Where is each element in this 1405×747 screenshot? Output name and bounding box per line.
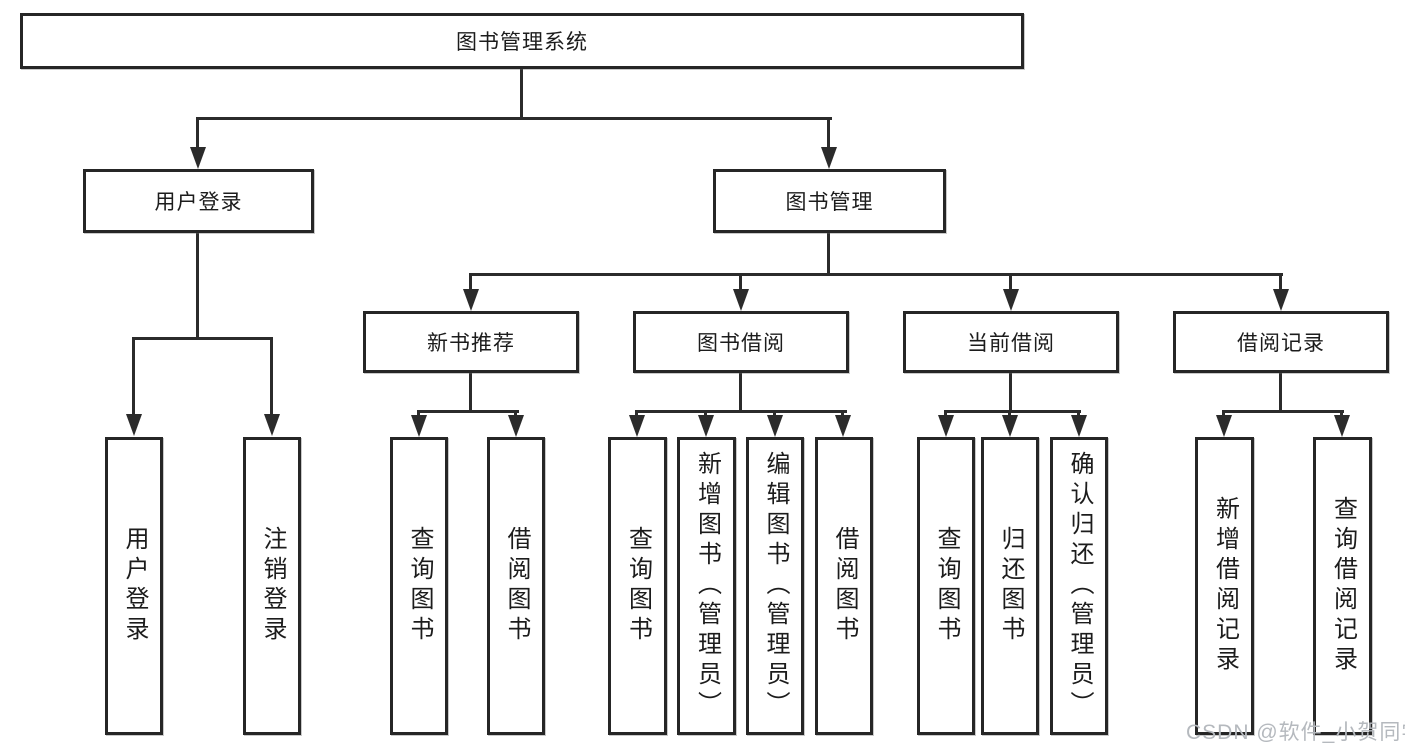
leaf-label: 新增图书（管理员） <box>693 451 721 721</box>
leaf-label: 查询图书 <box>406 526 433 646</box>
connector-line <box>773 410 776 418</box>
node-borrow-records: 借阅记录 <box>1173 311 1389 373</box>
connector-line <box>1009 372 1012 413</box>
leaf-label: 归还图书 <box>997 526 1024 646</box>
arrow-down-icon <box>821 147 837 169</box>
node-label: 当前借阅 <box>967 332 1055 355</box>
connector-line <box>417 410 519 413</box>
node-label: 图书管理系统 <box>456 31 588 54</box>
arrow-down-icon <box>508 415 524 437</box>
leaf-cb-query-books: 查询图书 <box>917 437 975 735</box>
connector-line <box>1222 410 1225 418</box>
connector-line <box>196 117 832 120</box>
leaf-label: 借阅图书 <box>503 526 530 646</box>
connector-line <box>1340 410 1343 418</box>
connector-line <box>1009 273 1012 291</box>
leaf-label: 查询图书 <box>624 526 652 646</box>
leaf-nb-borrow-books: 借阅图书 <box>487 437 545 735</box>
node-new-book-recommend: 新书推荐 <box>363 311 579 373</box>
arrow-down-icon <box>1216 415 1232 437</box>
connector-line <box>841 410 844 418</box>
connector-line <box>1077 410 1080 418</box>
leaf-label: 借阅图书 <box>831 526 858 646</box>
connector-line <box>417 410 420 418</box>
leaf-logout: 注销登录 <box>243 437 301 735</box>
arrow-down-icon <box>835 415 851 437</box>
connector-line <box>635 410 638 418</box>
node-current-borrowing: 当前借阅 <box>903 311 1119 373</box>
leaf-user-login: 用户登录 <box>105 437 163 735</box>
csdn-watermark: CSDN @软件_小贺同学 <box>1186 721 1405 744</box>
arrow-down-icon <box>767 415 783 437</box>
node-label: 新书推荐 <box>427 332 515 355</box>
node-root: 图书管理系统 <box>20 13 1024 69</box>
node-label: 用户登录 <box>154 191 243 214</box>
leaf-bb-edit-books-admin: 编辑图书（管理员） <box>746 437 804 735</box>
arrow-down-icon <box>629 415 645 437</box>
leaf-label: 查询借阅记录 <box>1329 496 1357 676</box>
connector-line <box>469 273 1283 276</box>
leaf-label: 新增借阅记录 <box>1211 496 1239 676</box>
leaf-bb-borrow-books: 借阅图书 <box>815 437 873 735</box>
arrow-down-icon <box>463 289 479 311</box>
node-label: 图书借阅 <box>697 332 785 355</box>
arrow-down-icon <box>411 415 427 437</box>
connector-line <box>1279 273 1282 291</box>
leaf-br-query-record: 查询借阅记录 <box>1313 437 1372 735</box>
connector-line <box>514 410 517 418</box>
leaf-bb-query-books: 查询图书 <box>608 437 667 735</box>
node-label: 借阅记录 <box>1237 332 1325 355</box>
leaf-br-add-record: 新增借阅记录 <box>1195 437 1254 735</box>
arrow-down-icon <box>1273 289 1289 311</box>
arrow-down-icon <box>733 289 749 311</box>
connector-line <box>1222 410 1344 413</box>
connector-line <box>132 337 135 417</box>
leaf-label: 用户登录 <box>121 526 148 646</box>
arrow-down-icon <box>264 414 280 436</box>
connector-line <box>739 273 742 291</box>
connector-line <box>270 337 273 417</box>
node-book-management: 图书管理 <box>713 169 946 233</box>
arrow-down-icon <box>1334 415 1350 437</box>
connector-line <box>469 372 472 413</box>
connector-line <box>827 117 830 149</box>
leaf-label: 查询图书 <box>933 526 960 646</box>
connector-line <box>1008 410 1011 418</box>
connector-line <box>635 410 847 413</box>
arrow-down-icon <box>938 415 954 437</box>
arrow-down-icon <box>1003 289 1019 311</box>
connector-line <box>1279 372 1282 413</box>
arrow-down-icon <box>1071 415 1087 437</box>
leaf-cb-confirm-return-admin: 确认归还（管理员） <box>1050 437 1108 735</box>
arrow-down-icon <box>1002 415 1018 437</box>
leaf-cb-return-books: 归还图书 <box>981 437 1039 735</box>
connector-line <box>944 410 947 418</box>
connector-line <box>132 337 273 340</box>
leaf-bb-add-books-admin: 新增图书（管理员） <box>677 437 736 735</box>
node-book-borrowing: 图书借阅 <box>633 311 849 373</box>
connector-line <box>520 68 523 119</box>
leaf-nb-query-books: 查询图书 <box>390 437 448 735</box>
arrow-down-icon <box>698 415 714 437</box>
connector-line <box>196 232 199 338</box>
connector-line <box>739 372 742 413</box>
connector-line <box>944 410 1081 413</box>
leaf-label: 确认归还（管理员） <box>1066 451 1093 721</box>
connector-line <box>196 117 199 149</box>
arrow-down-icon <box>190 147 206 169</box>
node-user-login: 用户登录 <box>83 169 314 233</box>
leaf-label: 编辑图书（管理员） <box>762 451 789 721</box>
connector-line <box>704 410 707 418</box>
arrow-down-icon <box>126 414 142 436</box>
connector-line <box>469 273 472 291</box>
connector-line <box>827 232 830 276</box>
leaf-label: 注销登录 <box>259 526 286 646</box>
node-label: 图书管理 <box>785 191 874 214</box>
